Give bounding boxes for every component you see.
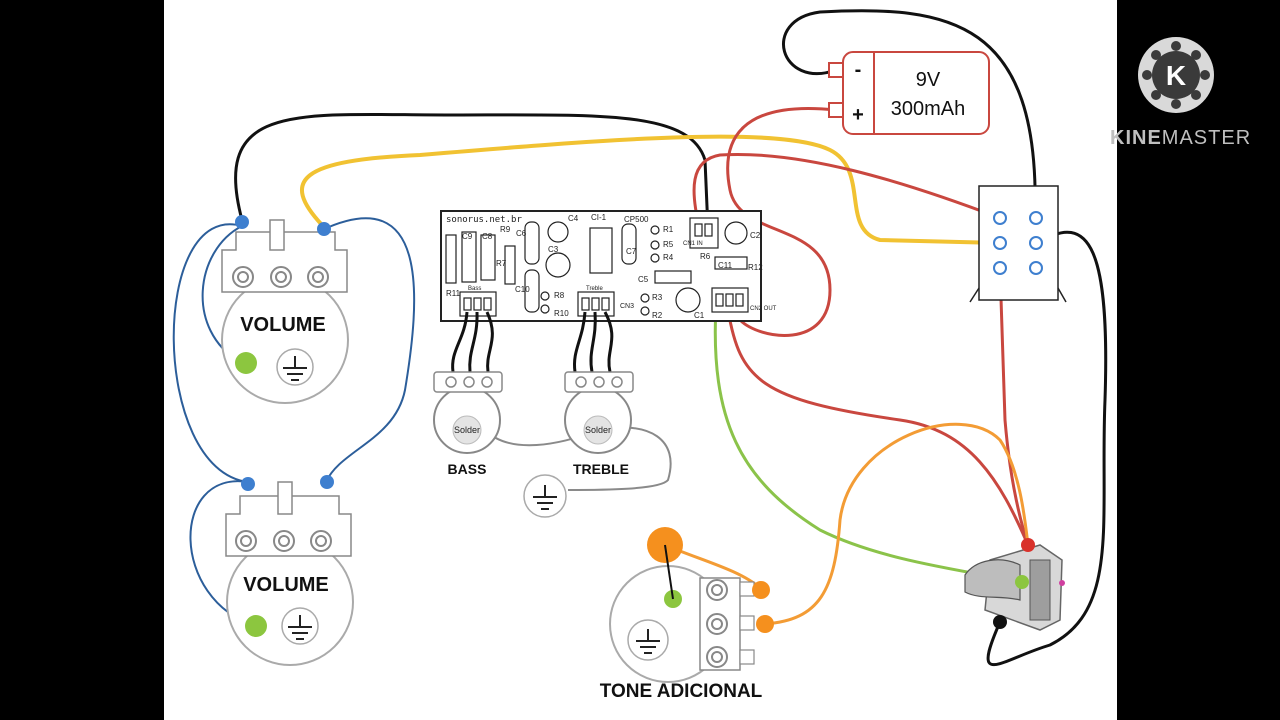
volume-top-ground-terminal [235,352,257,374]
pcb-r10: R10 [554,309,569,318]
yellow-wire [300,134,1001,245]
volume-top-terminal-1 [235,215,249,229]
kinemaster-brand-b: MASTER [1162,127,1251,149]
pcb-r9: R9 [500,225,511,234]
jack-red-terminal [1021,538,1035,552]
pcb-c8: C8 [482,232,493,241]
pcb-c4: C4 [568,214,579,223]
pcb-r7: R7 [496,259,507,268]
pcb-r2: R2 [652,311,663,320]
tone-pot: TONE ADICIONAL [600,527,774,702]
volume-top-terminal-3 [317,222,331,236]
output-jack [964,538,1065,631]
pcb-r1: R1 [663,225,674,234]
pcb-c9: C9 [462,232,473,241]
battery-negative-label: - [855,59,862,81]
pcb-bass-connector: Bass [468,286,481,292]
kinemaster-brand-a: KINE [1110,127,1162,149]
gray-wire [484,426,672,491]
bass-label: BASS [448,461,487,477]
svg-text:KINEMASTER: KINEMASTER [1110,127,1251,149]
volume-bottom-terminal-3 [320,475,334,489]
pcb-cn1: CN1 IN [683,241,703,247]
pcb-r11: R11 [446,289,461,298]
pcb-c3: C3 [548,245,559,254]
pot-lead-wires [451,311,614,373]
footswitch [969,185,1067,303]
bass-pot: Solder BASS [433,371,503,477]
pcb-r3: R3 [652,293,663,302]
jack-green-terminal [1015,575,1029,589]
kinemaster-logo-letter: K [1166,60,1186,91]
bass-solder-label: Solder [454,425,480,435]
volume-pot-bottom: VOLUME [225,475,354,666]
pcb-ci1: CI-1 [591,213,607,222]
pcb-board: sonorus.net.br [440,210,777,322]
pcb-treble-connector: Treble [586,286,603,292]
pcb-c1: C1 [694,311,705,320]
pcb-r6: R6 [700,252,711,261]
volume-pot-top: VOLUME [221,215,349,404]
battery-voltage: 9V [916,69,941,91]
pcb-cn2: CN2 OUT [750,306,777,312]
volume-bottom-ground-terminal [245,615,267,637]
tone-terminal-2 [756,615,774,633]
tone-label: TONE ADICIONAL [600,681,763,702]
black-wires [234,9,1108,667]
battery-positive-label: + [852,104,864,126]
battery: - + 9V 300mAh [828,51,990,135]
pcb-r12: R12 [748,263,763,272]
pcb-c6: C6 [516,229,527,238]
pcb-c11: C11 [718,261,733,270]
pcb-r8: R8 [554,291,565,300]
pcb-site: sonorus.net.br [446,215,522,225]
right-letterbox [1117,0,1280,720]
pcb-r4: R4 [663,253,674,262]
ground-symbol-tone-stack [523,474,567,518]
treble-label: TREBLE [573,461,629,477]
red-wires [692,107,1030,546]
green-wire [713,304,1023,584]
pcb-cn3: CN3 [620,303,634,310]
kinemaster-watermark: K KINEMASTER [1110,37,1251,149]
pcb-c2: C2 [750,231,761,240]
pcb-cp500: CP500 [624,215,649,224]
volume-bottom-terminal-1 [241,477,255,491]
pcb-c5: C5 [638,275,649,284]
blue-wires [172,217,416,627]
volume-label-bottom: VOLUME [243,574,329,596]
pcb-c10: C10 [515,285,530,294]
tone-terminal-1 [752,581,770,599]
pcb-r5: R5 [663,240,674,249]
left-letterbox [0,0,164,720]
jack-black-terminal [993,615,1007,629]
battery-capacity: 300mAh [891,98,966,120]
volume-label-top: VOLUME [240,314,326,336]
treble-solder-label: Solder [585,425,611,435]
pcb-c7: C7 [626,247,637,256]
treble-pot: Solder TREBLE [564,371,634,477]
